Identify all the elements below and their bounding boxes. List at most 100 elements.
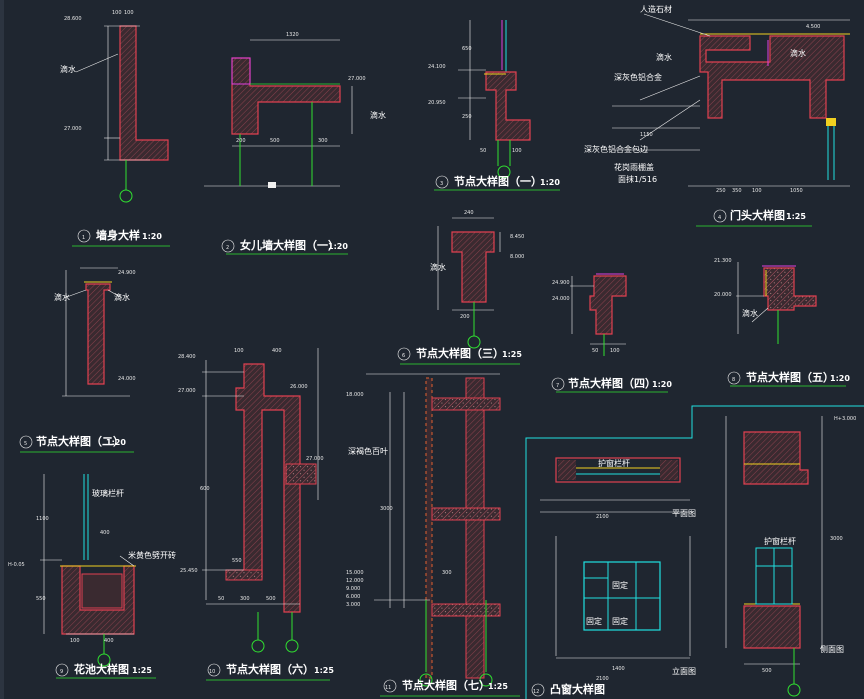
svg-text:400: 400 [100, 530, 110, 536]
title-detail-2: 2 女儿墙大样图（一） 1:20 [221, 238, 348, 253]
detail-6-node: 滴水 240 200 8.450 8.000 [400, 210, 524, 365]
svg-text:240: 240 [464, 210, 474, 216]
svg-text:1100: 1100 [36, 516, 49, 522]
svg-text:1: 1 [82, 235, 85, 241]
detail-5-node: 滴水 滴水 24.900 24.000 [20, 267, 136, 453]
svg-text:1:25: 1:25 [786, 212, 806, 221]
svg-text:滴水: 滴水 [430, 262, 446, 272]
detail-4-entrance: 人造石材 滴水 滴水 深灰色铝合金 深灰色铝合金包边 花岗雨棚盖 面抹1/516… [584, 4, 850, 227]
svg-text:100: 100 [124, 10, 134, 16]
svg-text:8: 8 [732, 377, 735, 383]
svg-text:滴水: 滴水 [54, 292, 70, 302]
svg-text:深褐色百叶: 深褐色百叶 [348, 446, 388, 456]
svg-text:1:20: 1:20 [328, 242, 348, 251]
svg-text:门头大样图: 门头大样图 [730, 208, 785, 222]
svg-text:50: 50 [218, 596, 224, 602]
detail-8-node: 21.300 20.000 滴水 [714, 258, 846, 387]
svg-text:滴水: 滴水 [790, 48, 806, 58]
svg-text:200: 200 [236, 138, 246, 144]
detail-3-node: 24.100 20.950 650 250 50 100 [428, 20, 560, 191]
svg-text:27.000: 27.000 [64, 126, 82, 132]
svg-text:9: 9 [60, 669, 63, 675]
svg-text:650: 650 [462, 46, 472, 52]
svg-text:24.900: 24.900 [118, 270, 136, 276]
svg-text:10: 10 [209, 669, 215, 675]
svg-text:1:20: 1:20 [652, 380, 672, 389]
svg-text:4: 4 [718, 215, 721, 221]
svg-text:300: 300 [240, 596, 250, 602]
svg-text:护窗栏杆: 护窗栏杆 [598, 458, 630, 468]
title-detail-7: 7 节点大样图（四） 1:20 [551, 376, 672, 391]
title-detail-10: 10 节点大样图（六） 1:25 [207, 662, 334, 677]
svg-text:550: 550 [232, 558, 242, 564]
title-detail-6: 6 节点大样图（三） 1:25 [397, 346, 522, 361]
svg-text:H-0.05: H-0.05 [8, 562, 25, 568]
svg-text:滴水: 滴水 [742, 308, 758, 318]
svg-text:滴水: 滴水 [114, 292, 130, 302]
svg-text:节点大样图（二）: 节点大样图（二） [36, 434, 124, 448]
svg-text:固定: 固定 [612, 616, 628, 626]
svg-text:400: 400 [272, 348, 282, 354]
svg-text:500: 500 [266, 596, 276, 602]
svg-text:100: 100 [512, 148, 522, 154]
svg-text:50: 50 [592, 348, 598, 354]
svg-text:墙身大样: 墙身大样 [96, 228, 140, 242]
svg-text:护窗栏杆: 护窗栏杆 [764, 536, 796, 546]
svg-text:1:20: 1:20 [830, 374, 850, 383]
svg-text:7: 7 [556, 383, 559, 389]
detail-2-parapet: 1320 200 500 300 27.000 滴水 [204, 32, 386, 255]
title-detail-12: 12 凸窗大样图 [531, 682, 605, 697]
svg-text:250: 250 [462, 114, 472, 120]
svg-text:8.450: 8.450 [510, 234, 524, 240]
svg-text:节点大样图（七）: 节点大样图（七） [402, 678, 490, 692]
svg-text:立面图: 立面图 [672, 666, 696, 676]
svg-text:1:25: 1:25 [502, 350, 522, 359]
svg-text:1:20: 1:20 [142, 232, 162, 241]
svg-text:人造石材: 人造石材 [640, 4, 672, 14]
svg-text:600: 600 [200, 486, 210, 492]
svg-text:25.450: 25.450 [180, 568, 198, 574]
svg-text:300: 300 [442, 570, 452, 576]
svg-text:6.000: 6.000 [346, 594, 360, 600]
svg-text:1400: 1400 [612, 666, 625, 672]
svg-text:H+3.000: H+3.000 [834, 416, 856, 422]
svg-text:100: 100 [234, 348, 244, 354]
svg-text:米黄色劈开砖: 米黄色劈开砖 [128, 550, 176, 560]
svg-text:平面图: 平面图 [672, 509, 696, 518]
svg-text:18.000: 18.000 [346, 392, 364, 398]
title-detail-4: 4 门头大样图 1:25 [713, 208, 806, 223]
svg-text:2: 2 [226, 245, 229, 251]
detail-7-node: 24.900 24.000 50 100 [552, 273, 668, 393]
svg-text:9.000: 9.000 [346, 586, 360, 592]
svg-text:滴水: 滴水 [60, 64, 76, 74]
title-detail-9: 9 花池大样图 1:25 [55, 662, 152, 677]
svg-text:1:25: 1:25 [314, 666, 334, 675]
svg-text:6: 6 [402, 353, 405, 359]
svg-text:24.900: 24.900 [552, 280, 570, 286]
svg-text:凸窗大样图: 凸窗大样图 [550, 682, 605, 696]
svg-text:滴水: 滴水 [370, 110, 386, 120]
svg-text:3000: 3000 [380, 506, 393, 512]
svg-text:27.000: 27.000 [348, 76, 366, 82]
detail-11-node: 深褐色百叶 18.000 15.000 12.000 9.000 6.000 3… [346, 373, 520, 697]
svg-text:侧面图: 侧面图 [820, 644, 844, 654]
svg-text:1:25: 1:25 [488, 682, 508, 691]
svg-text:深灰色铝合金: 深灰色铝合金 [614, 72, 662, 82]
svg-text:20.000: 20.000 [714, 292, 732, 298]
detail-10-node: 28.400 27.000 26.000 27.000 25.450 600 5… [178, 348, 330, 681]
svg-text:2100: 2100 [596, 514, 609, 520]
svg-text:1150: 1150 [640, 132, 653, 138]
svg-text:5: 5 [24, 441, 27, 447]
svg-text:100: 100 [112, 10, 122, 16]
svg-text:28.400: 28.400 [178, 354, 196, 360]
left-toolbar-edge [0, 0, 4, 699]
svg-text:21.300: 21.300 [714, 258, 732, 264]
svg-text:1050: 1050 [790, 188, 803, 194]
svg-text:3000: 3000 [830, 536, 843, 542]
svg-text:固定: 固定 [586, 616, 602, 626]
svg-text:500: 500 [270, 138, 280, 144]
svg-text:花池大样图: 花池大样图 [74, 662, 129, 676]
detail-9-planter: 玻璃栏杆 米黄色劈开砖 H-0.05 1100 550 400 100 400 [8, 474, 176, 679]
svg-text:女儿墙大样图（一）: 女儿墙大样图（一） [240, 238, 339, 252]
